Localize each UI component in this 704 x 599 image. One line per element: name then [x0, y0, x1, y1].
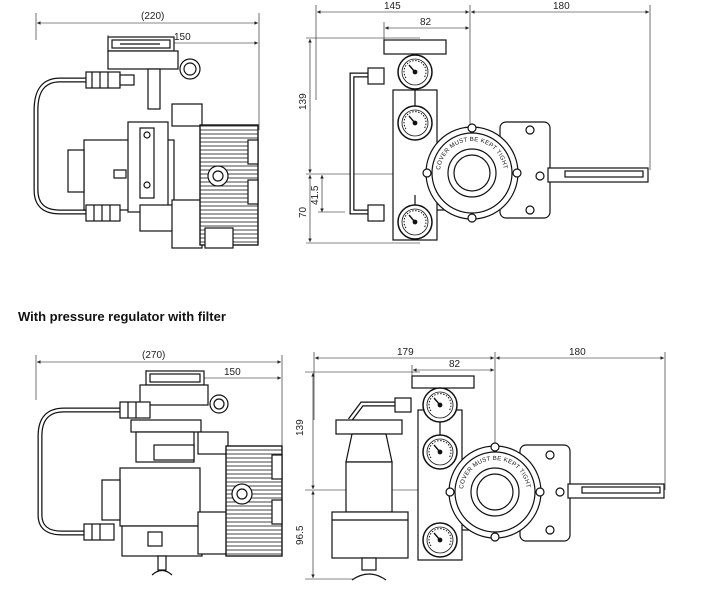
- bottom-front-view: [305, 352, 666, 581]
- bottom-side-view: [35, 355, 283, 576]
- top-front-view: [306, 5, 651, 244]
- section-heading: With pressure regulator with filter: [18, 309, 226, 324]
- top-front-dim-height: 139: [298, 93, 309, 110]
- top-front-dim-left: 145: [384, 1, 401, 12]
- top-front-dim-low-b: 70: [298, 206, 309, 218]
- bottom-front-dim-height: 139: [295, 419, 306, 436]
- bottom-front-dim-right: 180: [569, 347, 586, 358]
- top-side-view: [33, 13, 260, 249]
- bottom-side-dim-gauge: 150: [224, 367, 241, 378]
- bottom-side-dim-overall: (270): [142, 350, 165, 361]
- bottom-front-dim-inner: 82: [449, 359, 461, 370]
- top-front-dim-right: 180: [553, 1, 570, 12]
- bottom-front-dim-low: 96.5: [295, 525, 306, 545]
- top-front-dim-inner: 82: [420, 17, 432, 28]
- top-side-dim-gauge: 150: [174, 32, 191, 43]
- top-side-dim-overall: (220): [141, 11, 164, 22]
- bottom-front-dim-left: 179: [397, 347, 414, 358]
- top-front-dim-low-a: 41.5: [310, 185, 321, 205]
